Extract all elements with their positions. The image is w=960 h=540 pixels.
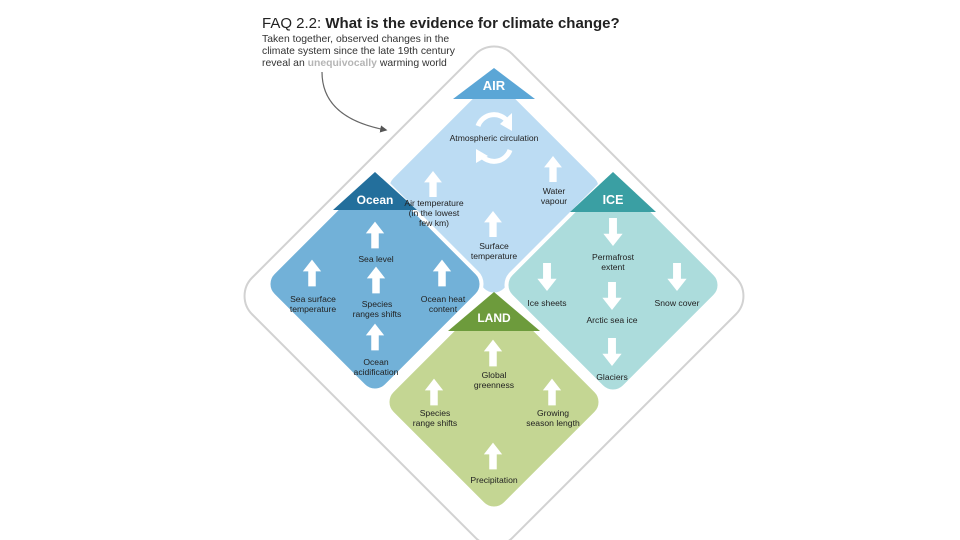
ice-title: ICE (603, 193, 624, 207)
label-air-temperature-3: few km) (419, 218, 449, 228)
label-surface-temperature-2: temperature (471, 251, 518, 261)
label-ice-sheets: Ice sheets (527, 298, 566, 308)
label-sea-surface-temperature-2: temperature (290, 304, 337, 314)
subtitle-emphasis: unequivocally (307, 58, 377, 70)
label-global-greenness-2: greenness (474, 380, 514, 390)
label-land-species-1: Species (420, 408, 451, 418)
faq-subtitle: Taken together, observed changes in the … (262, 34, 472, 71)
land-header (448, 292, 540, 331)
label-ocean-species-2: ranges shifts (353, 309, 402, 319)
subtitle-line-3-post: warming world (379, 58, 447, 70)
circulation-arrowhead-top (500, 113, 512, 131)
label-permafrost-2: extent (601, 262, 625, 272)
land-items: Global greenness Species range shifts Gr… (413, 339, 580, 485)
air-title: AIR (483, 78, 506, 93)
subtitle-line-3-pre: reveal an (262, 58, 305, 70)
subtitle-line-1: Taken together, observed changes in the (262, 34, 450, 45)
land-title: LAND (477, 311, 511, 325)
ice-items: Permafrost extent Ice sheets Snow cover … (527, 218, 700, 382)
ocean-header (333, 172, 417, 210)
label-precipitation: Precipitation (470, 475, 518, 485)
label-glaciers: Glaciers (596, 372, 628, 382)
label-sea-level: Sea level (358, 254, 393, 264)
subtitle-line-2: climate system since the late 19th centu… (262, 46, 455, 58)
label-global-greenness-1: Global (482, 370, 507, 380)
label-ocean-heat-content-2: content (429, 304, 458, 314)
label-ocean-acidification-2: acidification (354, 367, 399, 377)
faq-question: What is the evidence for climate change? (325, 15, 620, 32)
label-arctic-sea-ice: Arctic sea ice (586, 315, 637, 325)
ice-header (570, 172, 656, 212)
label-air-temperature-1: Air temperature (404, 198, 463, 208)
ocean-items: Sea level Sea surface temperature Specie… (290, 221, 466, 377)
pointer-arrow (321, 71, 388, 133)
label-ocean-heat-content-1: Ocean heat (421, 294, 466, 304)
circulation-arrowhead-bottom (476, 149, 488, 163)
label-snow-cover: Snow cover (655, 298, 700, 308)
label-growing-season-1: Growing (537, 408, 569, 418)
label-permafrost-1: Permafrost (592, 252, 635, 262)
faq-title: FAQ 2.2: What is the evidence for climat… (262, 15, 620, 32)
label-atmospheric-circulation: Atmospheric circulation (450, 133, 539, 143)
label-growing-season-2: season length (526, 418, 580, 428)
land-diamond (385, 293, 603, 511)
label-water-vapour-1: Water (543, 186, 566, 196)
air-header (453, 68, 535, 99)
land-section: LAND (385, 292, 603, 511)
label-ocean-acidification-1: Ocean (363, 357, 389, 367)
label-surface-temperature-1: Surface (479, 241, 509, 251)
ocean-title: Ocean (357, 193, 394, 207)
label-land-species-2: range shifts (413, 418, 457, 428)
label-water-vapour-2: vapour (541, 196, 567, 206)
air-items: Atmospheric circulation Air temperature … (404, 112, 567, 261)
faq-label: FAQ 2.2: (262, 15, 322, 32)
label-air-temperature-2: (in the lowest (409, 208, 460, 218)
label-ocean-species-1: Species (362, 299, 393, 309)
label-sea-surface-temperature-1: Sea surface (290, 294, 336, 304)
